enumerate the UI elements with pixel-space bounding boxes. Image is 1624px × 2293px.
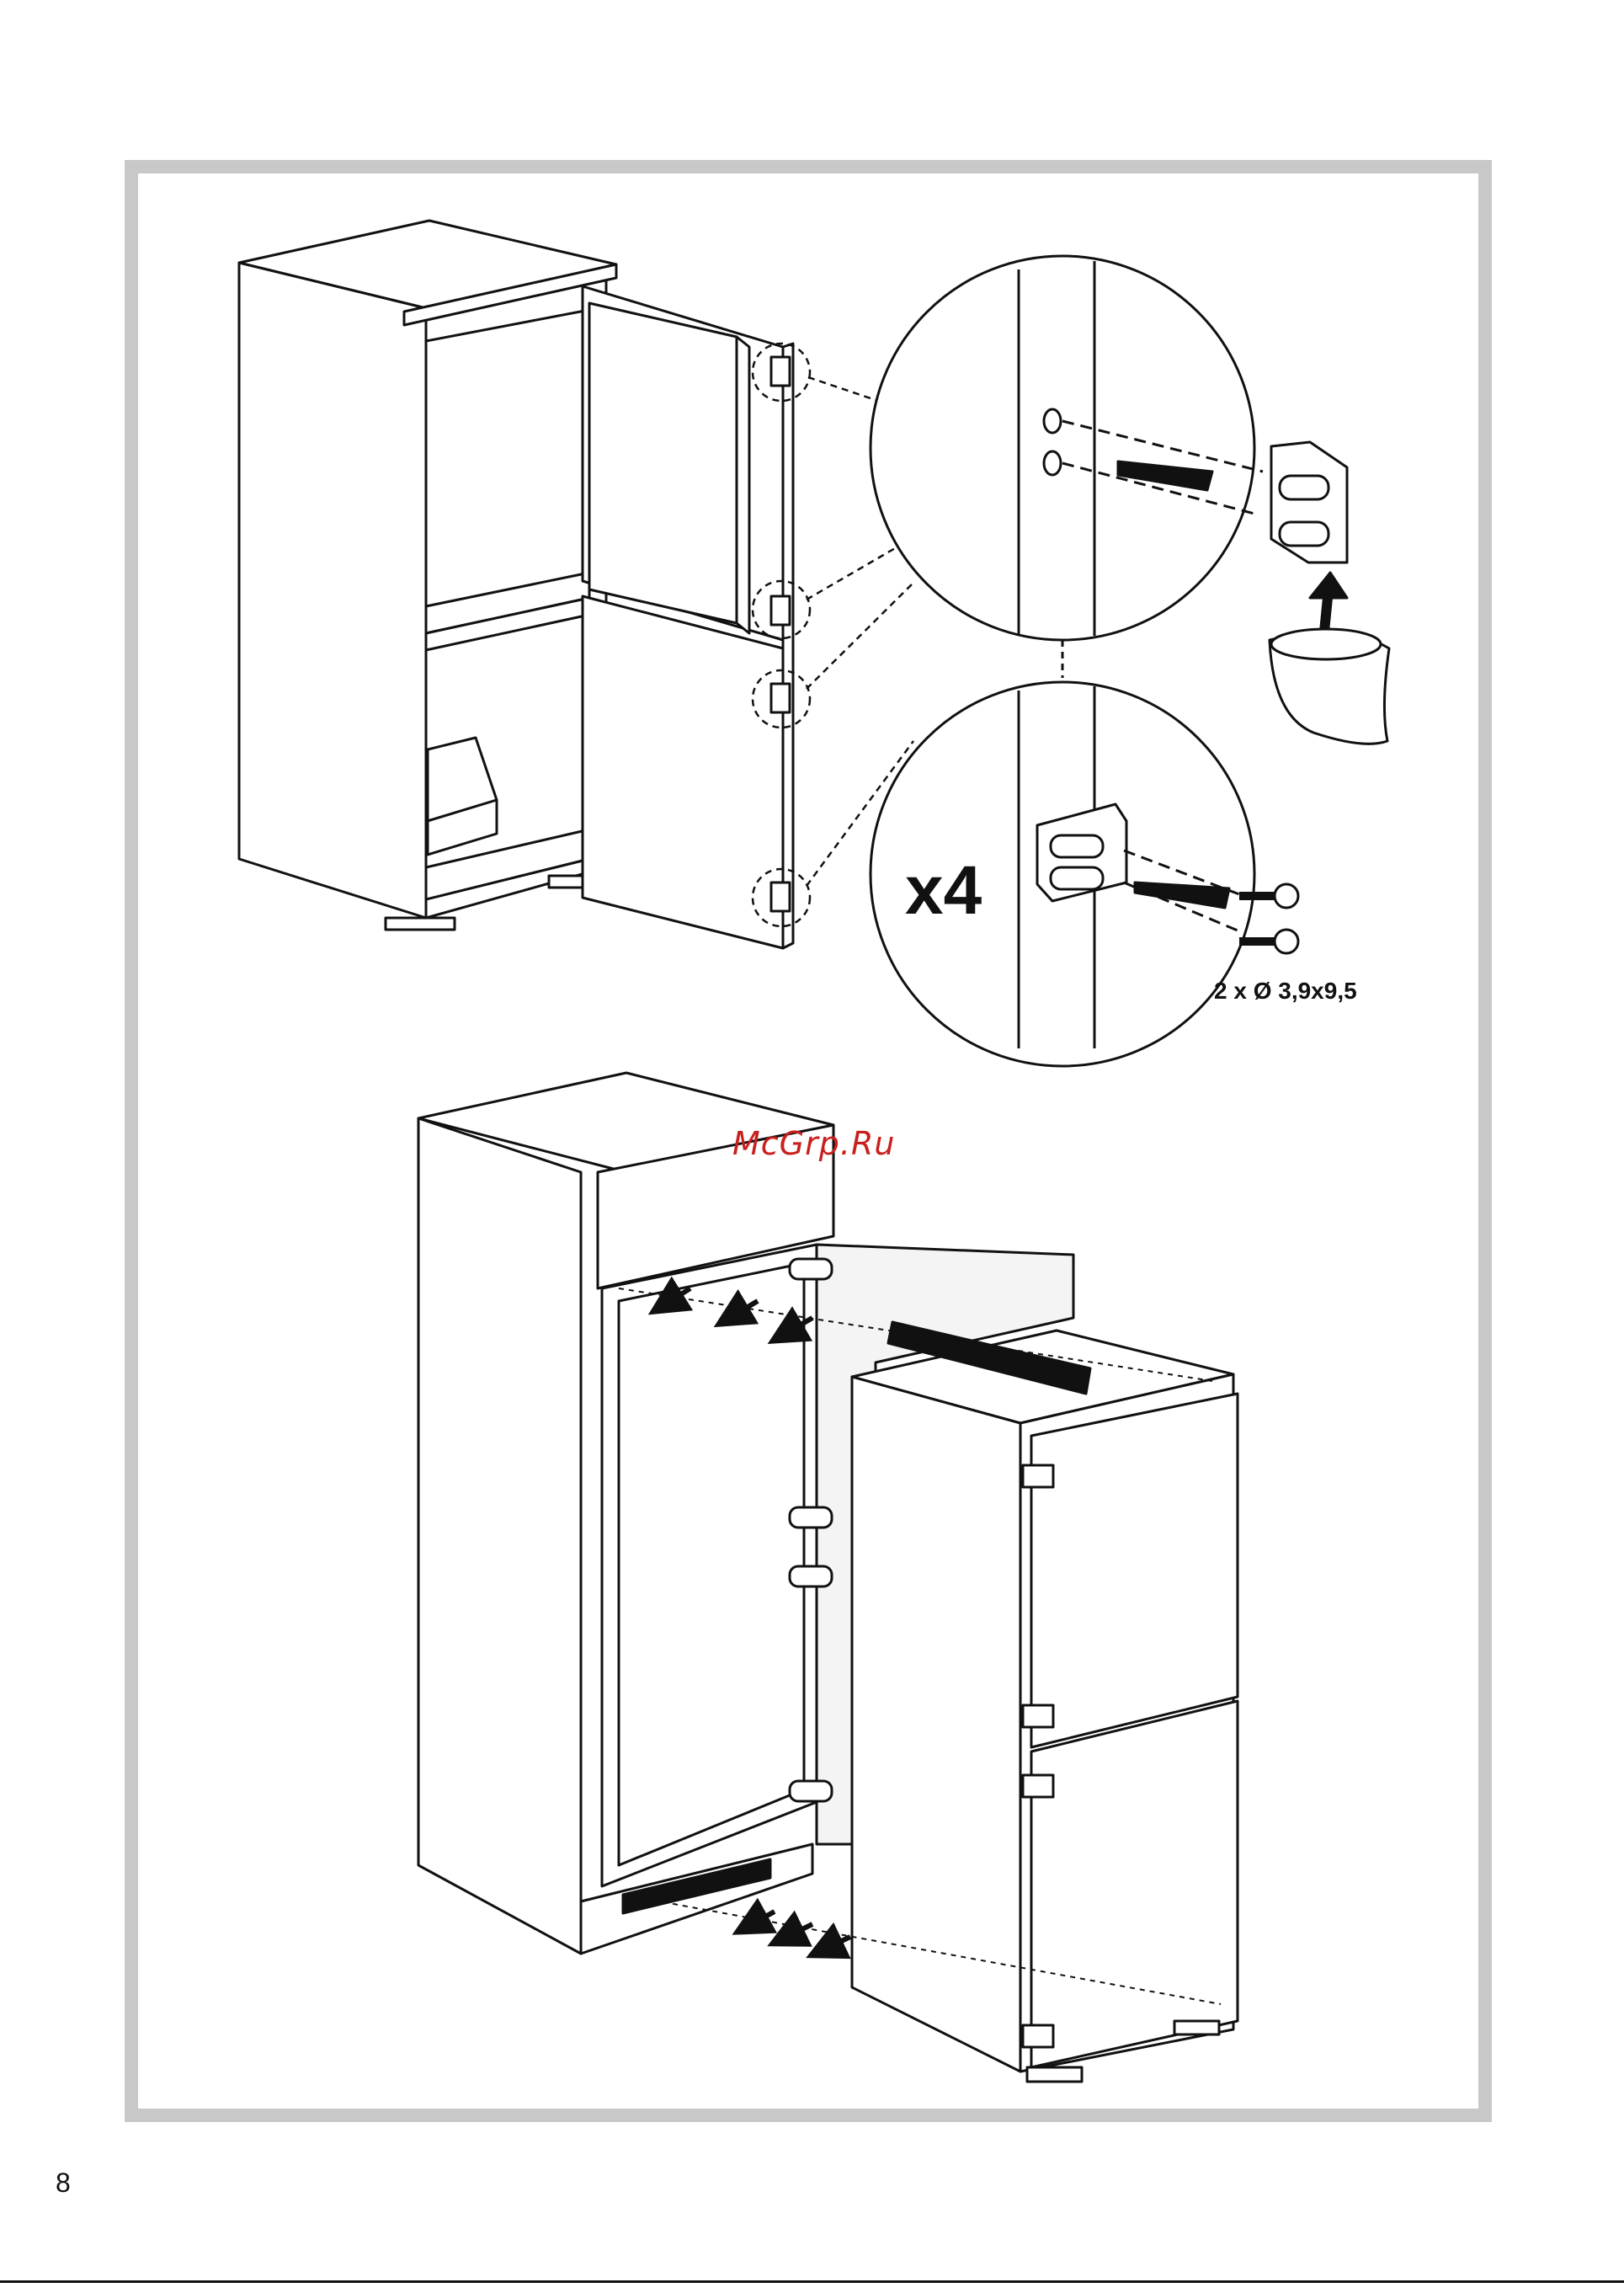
- quantity-label: x4: [905, 852, 982, 929]
- watermark: McGrp.Ru: [732, 1125, 895, 1162]
- screw-spec-label: 2 x Ø 3,9x9,5: [1214, 978, 1357, 1004]
- bottom-rule: [0, 2280, 1624, 2283]
- cabinet-with-appliance: [418, 1073, 1238, 2082]
- detail-circle-upper: [871, 256, 1389, 744]
- page-number: 8: [56, 2168, 71, 2199]
- cabinet-open-doors: [239, 221, 793, 948]
